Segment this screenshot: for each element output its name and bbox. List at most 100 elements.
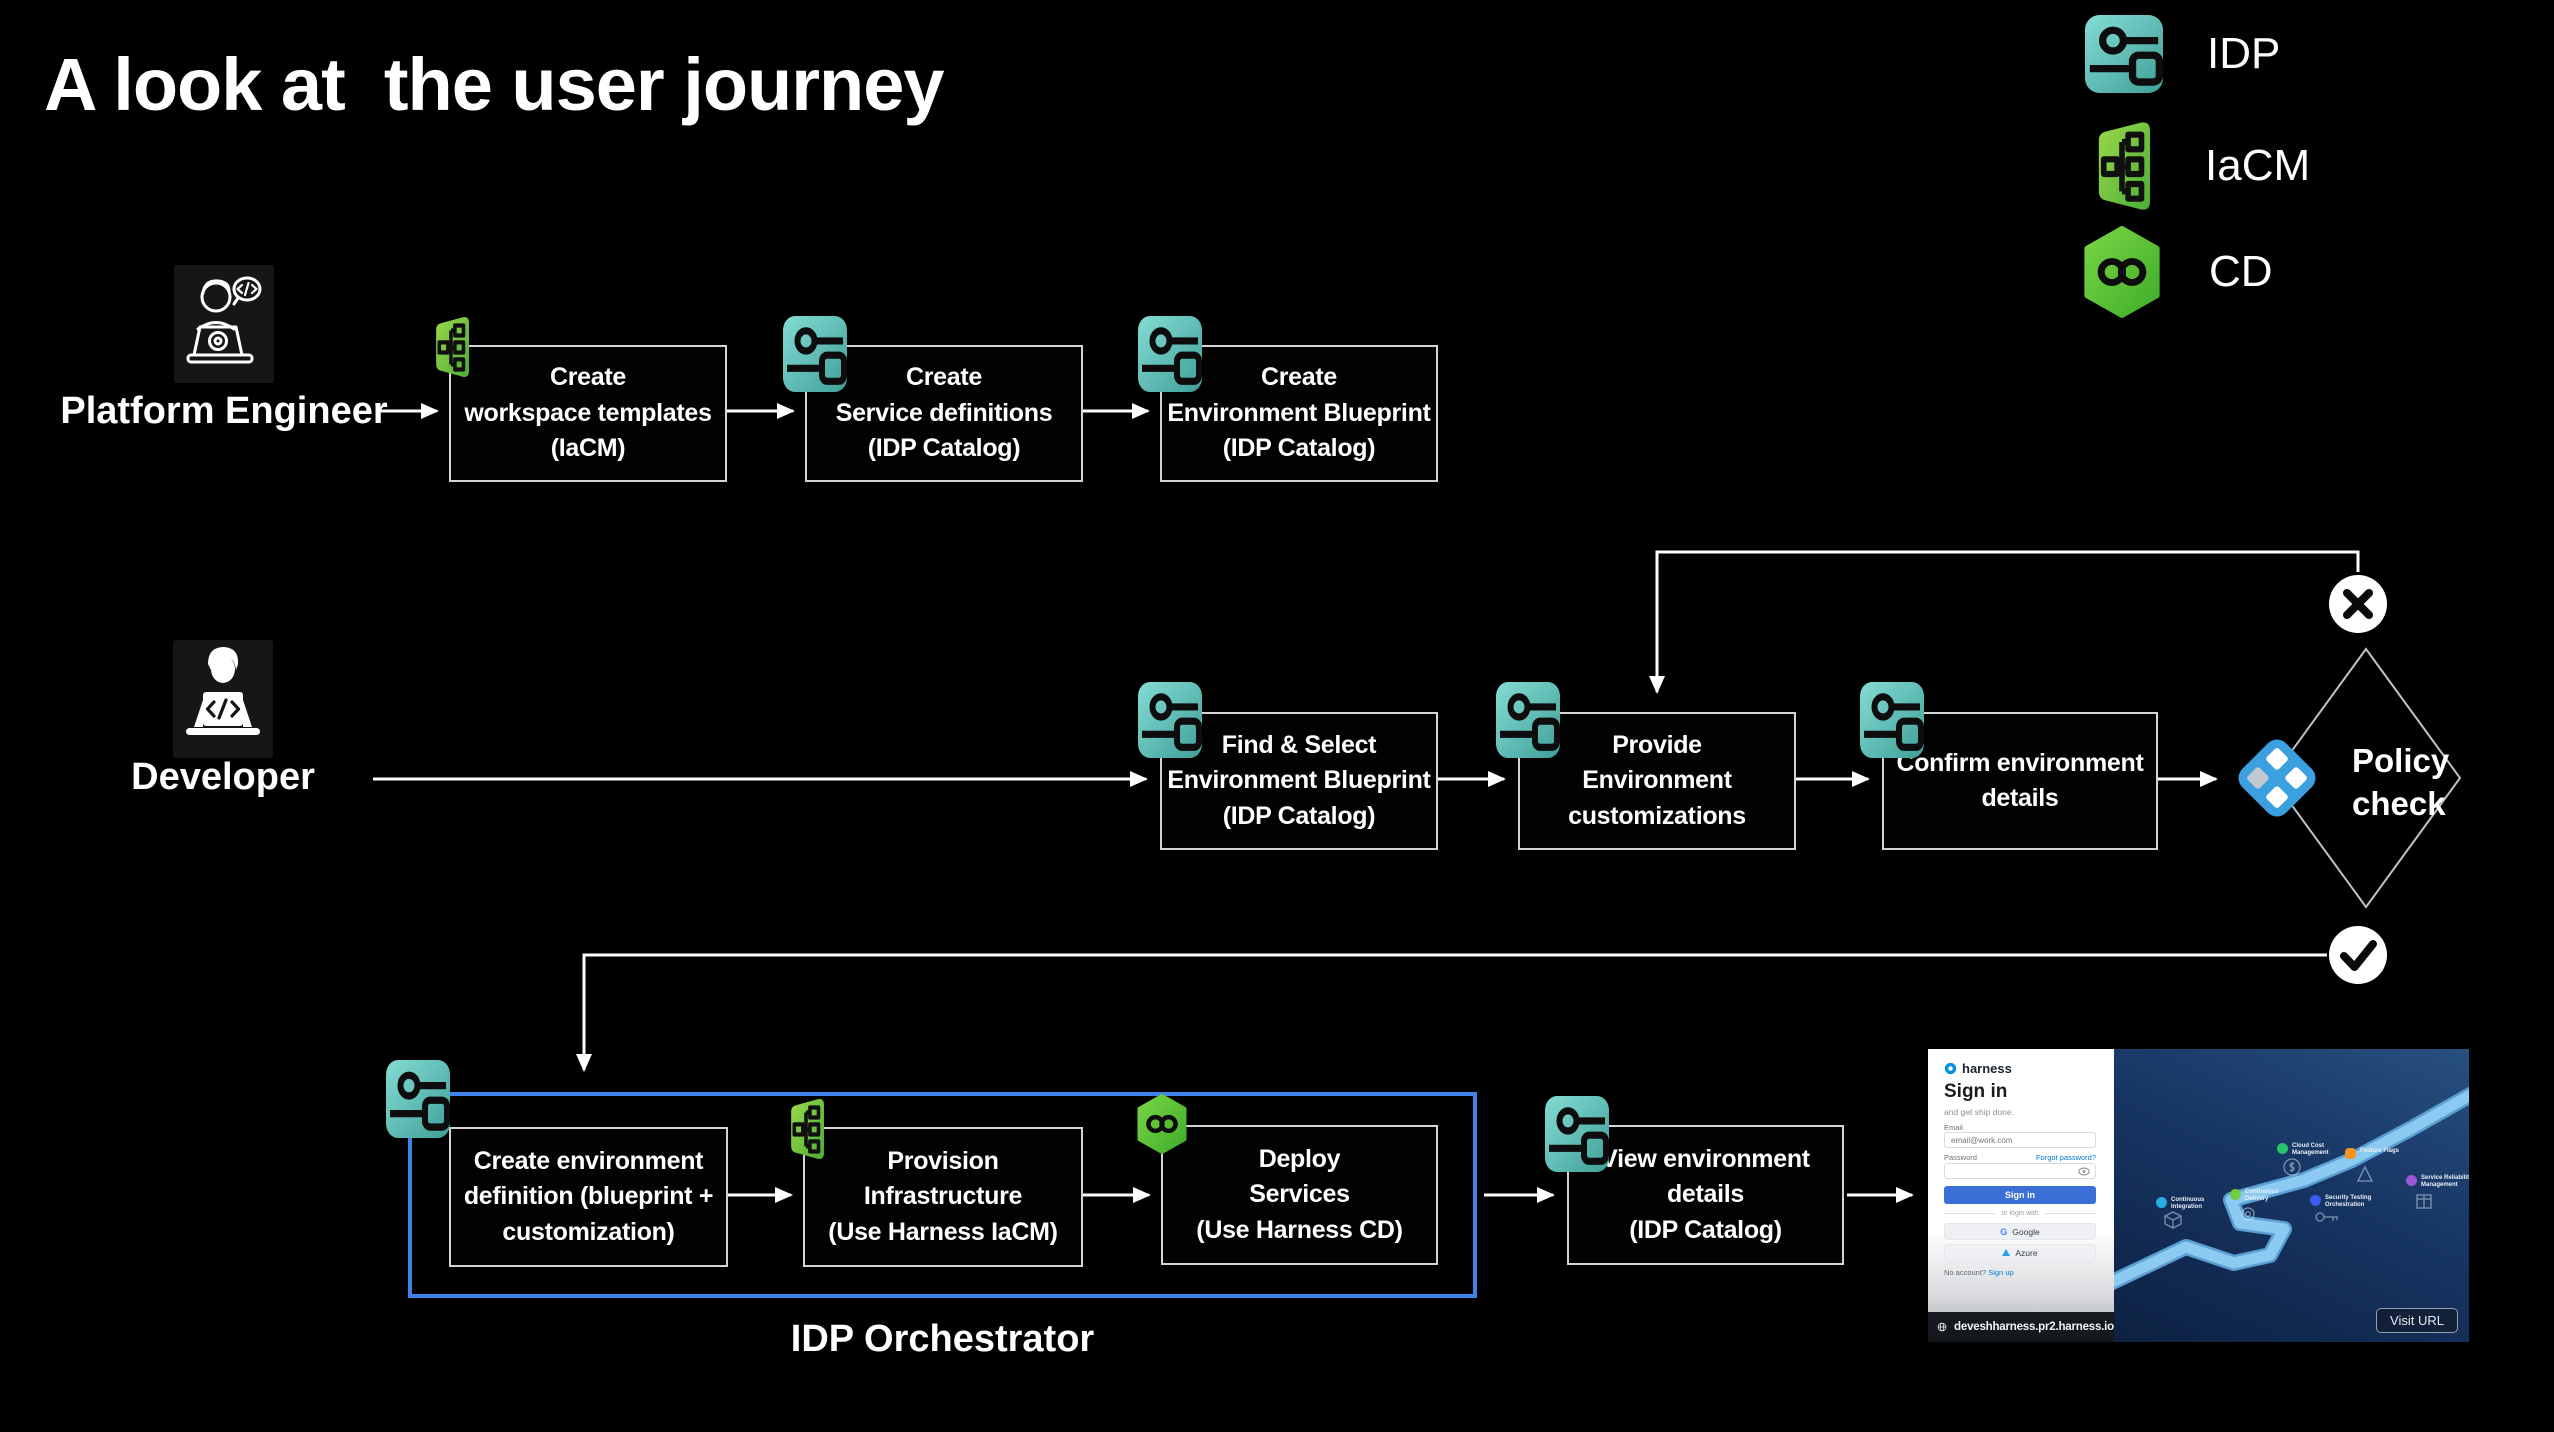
- idp-icon-art: [1138, 682, 1202, 758]
- check-mark-art: [2340, 940, 2377, 971]
- step-label: Provision Infrastructure (Use Harness Ia…: [828, 1146, 1058, 1246]
- idp-icon: [386, 1060, 450, 1138]
- no-account-text: No account?: [1944, 1268, 1987, 1277]
- login-divider-text: or login with: [2001, 1210, 2039, 1217]
- legend-item-cd: CD: [2079, 226, 2273, 318]
- policy-check-diamond: [2270, 647, 2462, 909]
- cd-icon-art: [1137, 1094, 1187, 1154]
- eye-art: [2078, 1167, 2090, 1175]
- policy-fail-badge: [2329, 575, 2387, 633]
- module-continuous-integration: Continuous Integration: [2156, 1197, 2204, 1211]
- url-text: deveshharness.pr2.harness.io: [1954, 1321, 2114, 1333]
- idp-icon: [1545, 1096, 1609, 1172]
- google-icon: G: [2000, 1226, 2008, 1237]
- harness-logo: harness: [1944, 1061, 2012, 1076]
- step-label: Find & Select Environment Blueprint (IDP…: [1167, 730, 1431, 830]
- legend-label-iacm: IaCM: [2205, 141, 2311, 190]
- step-provision-infrastructure: Provision Infrastructure (Use Harness Ia…: [803, 1127, 1083, 1267]
- legend-item-iacm: IaCM: [2083, 118, 2310, 214]
- doodle-triangle: [2356, 1165, 2374, 1182]
- idp-icon-art: [1545, 1096, 1609, 1172]
- idp-icon: [2085, 15, 2163, 93]
- signup-link[interactable]: Sign up: [1988, 1268, 2014, 1277]
- step-deploy-services: Deploy Services (Use Harness CD): [1161, 1125, 1438, 1265]
- platform-engineer-art: [174, 265, 274, 383]
- forgot-password-link[interactable]: Forgot password?: [2035, 1153, 2096, 1162]
- visit-url-button[interactable]: Visit URL: [2376, 1308, 2458, 1333]
- ccm-icon: [2277, 1143, 2288, 1154]
- no-account-row: No account? Sign up: [1944, 1268, 2014, 1277]
- harness-logo-text: harness: [1962, 1061, 2012, 1076]
- idp-orchestrator-label: IDP Orchestrator: [790, 1318, 1095, 1360]
- step-find-select-blueprint: Find & Select Environment Blueprint (IDP…: [1160, 712, 1438, 850]
- signin-panel: harness Sign in and get ship done. Email…: [1928, 1049, 2114, 1342]
- legend-label-cd: CD: [2209, 247, 2273, 296]
- policy-icon-art: [2238, 739, 2316, 817]
- harness-logo-icon: [1944, 1062, 1957, 1075]
- journey-road-art: [2114, 1086, 2469, 1291]
- password-label: Password: [1944, 1153, 1977, 1162]
- legend-label-idp: IDP: [2207, 29, 2281, 78]
- legend-item-idp: IDP: [2085, 15, 2280, 93]
- doodle-gear: [2241, 1207, 2255, 1221]
- page-title: A look at the user journey: [44, 43, 945, 126]
- idp-icon-art: [2085, 15, 2163, 93]
- developer-label: Developer: [131, 756, 315, 798]
- harness-logo-art: [1944, 1062, 1957, 1075]
- module-continuous-delivery: Continuous Delivery: [2230, 1189, 2278, 1203]
- iacm-icon-art: [791, 1099, 824, 1159]
- azure-label: Azure: [2015, 1247, 2038, 1258]
- step-label: View environment details (IDP Catalog): [1601, 1144, 1810, 1244]
- x-mark-art: [2343, 589, 2373, 619]
- policy-icon: [2227, 728, 2327, 828]
- step-provide-customizations: Provide Environment customizations: [1518, 712, 1796, 850]
- iacm-icon-art: [436, 317, 469, 377]
- sto-icon: [2310, 1195, 2321, 1206]
- globe-icon: [1937, 1319, 1947, 1335]
- signin-button[interactable]: Sign in: [1944, 1186, 2096, 1204]
- arrow-policy-pass-to-orchestrator: [576, 953, 2327, 1072]
- platform-engineer-avatar: [174, 265, 274, 383]
- email-label: Email: [1944, 1123, 1963, 1132]
- eye-icon[interactable]: [2078, 1167, 2090, 1176]
- ff-icon: [2345, 1148, 2356, 1159]
- email-field[interactable]: [1944, 1132, 2096, 1148]
- doodle-cube: [2164, 1211, 2182, 1229]
- iacm-icon: [2083, 118, 2161, 214]
- policy-check-label: Policy check: [2352, 742, 2450, 822]
- doodle-dollar-coin: [2283, 1158, 2301, 1176]
- doodle-key: [2315, 1212, 2338, 1222]
- idp-icon-art: [386, 1060, 450, 1138]
- google-label: Google: [2012, 1226, 2040, 1237]
- step-create-environment-blueprint: Create Environment Blueprint (IDP Catalo…: [1160, 345, 1438, 482]
- platform-engineer-label: Platform Engineer: [60, 390, 388, 432]
- idp-icon: [783, 316, 847, 392]
- cd-module-icon: [2230, 1189, 2241, 1200]
- globe-art: [1937, 1322, 1947, 1332]
- ci-icon: [2156, 1197, 2167, 1208]
- step-create-service-definitions: Create Service definitions (IDP Catalog): [805, 345, 1083, 482]
- harness-hero-panel: Continuous Integration Continuous Delive…: [2114, 1049, 2469, 1342]
- step-label: Create environment definition (blueprint…: [463, 1146, 714, 1246]
- step-label: Confirm environment details: [1896, 748, 2144, 813]
- azure-login-button[interactable]: Azure: [1944, 1244, 2096, 1261]
- google-login-button[interactable]: G Google: [1944, 1223, 2096, 1240]
- login-divider: or login with: [1944, 1210, 2096, 1217]
- idp-icon-art: [1138, 316, 1202, 392]
- step-create-workspace-templates: Create workspace templates (IaCM): [449, 345, 727, 482]
- iacm-icon-art: [2098, 122, 2151, 210]
- step-label: Create Environment Blueprint (IDP Catalo…: [1167, 363, 1431, 463]
- step-confirm-environment-details: Confirm environment details: [1882, 712, 2158, 850]
- developer-art: [173, 640, 273, 758]
- password-field[interactable]: [1944, 1163, 2096, 1179]
- idp-icon: [1496, 682, 1560, 758]
- idp-icon: [1860, 682, 1924, 758]
- x-icon: [2329, 575, 2387, 633]
- module-security-testing: Security Testing Orchestration: [2310, 1195, 2371, 1209]
- doodle-package: [2416, 1194, 2432, 1209]
- step-view-environment-details: View environment details (IDP Catalog): [1567, 1125, 1844, 1265]
- iacm-icon: [426, 314, 476, 380]
- step-label: Create Service definitions (IDP Catalog): [835, 363, 1053, 463]
